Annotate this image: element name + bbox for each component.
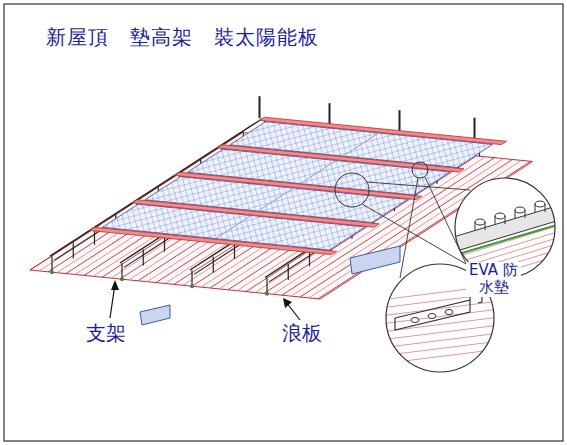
part-label: 支架 [86, 322, 126, 345]
support-post [329, 103, 331, 125]
bolt-head [428, 314, 436, 319]
part-label: EVA 防水墊 [466, 262, 521, 297]
purlin [350, 246, 400, 274]
bolt-head [535, 201, 545, 207]
support-post [266, 278, 267, 294]
support-post [399, 110, 401, 132]
panel-seam [258, 188, 294, 211]
bolt [475, 222, 476, 230]
panel-clamp-bar [259, 117, 506, 144]
corrugation-line [380, 325, 500, 340]
support-post [213, 256, 214, 272]
callout-circle [335, 173, 369, 207]
support-post [474, 118, 476, 140]
bolt-head [411, 318, 419, 323]
support-post [259, 96, 261, 118]
bolt-head [495, 213, 505, 219]
corrugation-line [380, 341, 500, 356]
pointer-head [111, 280, 119, 290]
part-label: 浪板 [282, 322, 322, 345]
support-post [51, 256, 52, 272]
support-post [121, 263, 122, 279]
eva-pad [50, 270, 54, 274]
eva-pad [120, 277, 124, 281]
leader-line [367, 182, 470, 190]
pointer-head [283, 298, 292, 308]
bolt-head [475, 219, 485, 225]
callout-circle [412, 162, 428, 178]
support-post [73, 242, 74, 258]
eva-strip [452, 224, 560, 256]
bolt [495, 216, 496, 224]
panel-seam [215, 216, 251, 239]
bolt [525, 210, 526, 218]
support-post [191, 270, 192, 286]
eva-pad [190, 284, 194, 288]
bolt [505, 216, 506, 224]
frame [4, 4, 563, 441]
bolt [485, 222, 486, 230]
panel-seam [343, 133, 379, 156]
corrugation-line [380, 333, 500, 348]
eva-pad [265, 292, 269, 296]
corrugation-line [380, 309, 500, 324]
support-post [143, 249, 144, 265]
support-post [288, 264, 289, 280]
diagram-title: 新屋頂 墊高架 裝太陽能板 [46, 26, 319, 49]
bolt-head [515, 207, 525, 213]
bolt [515, 210, 516, 218]
leader-line [400, 178, 418, 278]
corrugation-line [380, 301, 500, 316]
bolt [545, 204, 546, 212]
bolt [535, 204, 536, 212]
bolt-head [445, 310, 453, 315]
panel-clamp-bar [174, 172, 421, 199]
panel-seam [300, 161, 336, 184]
purlin [140, 305, 170, 325]
panel-clamp-bar [90, 227, 337, 254]
panel-clamp-bar [217, 145, 464, 172]
